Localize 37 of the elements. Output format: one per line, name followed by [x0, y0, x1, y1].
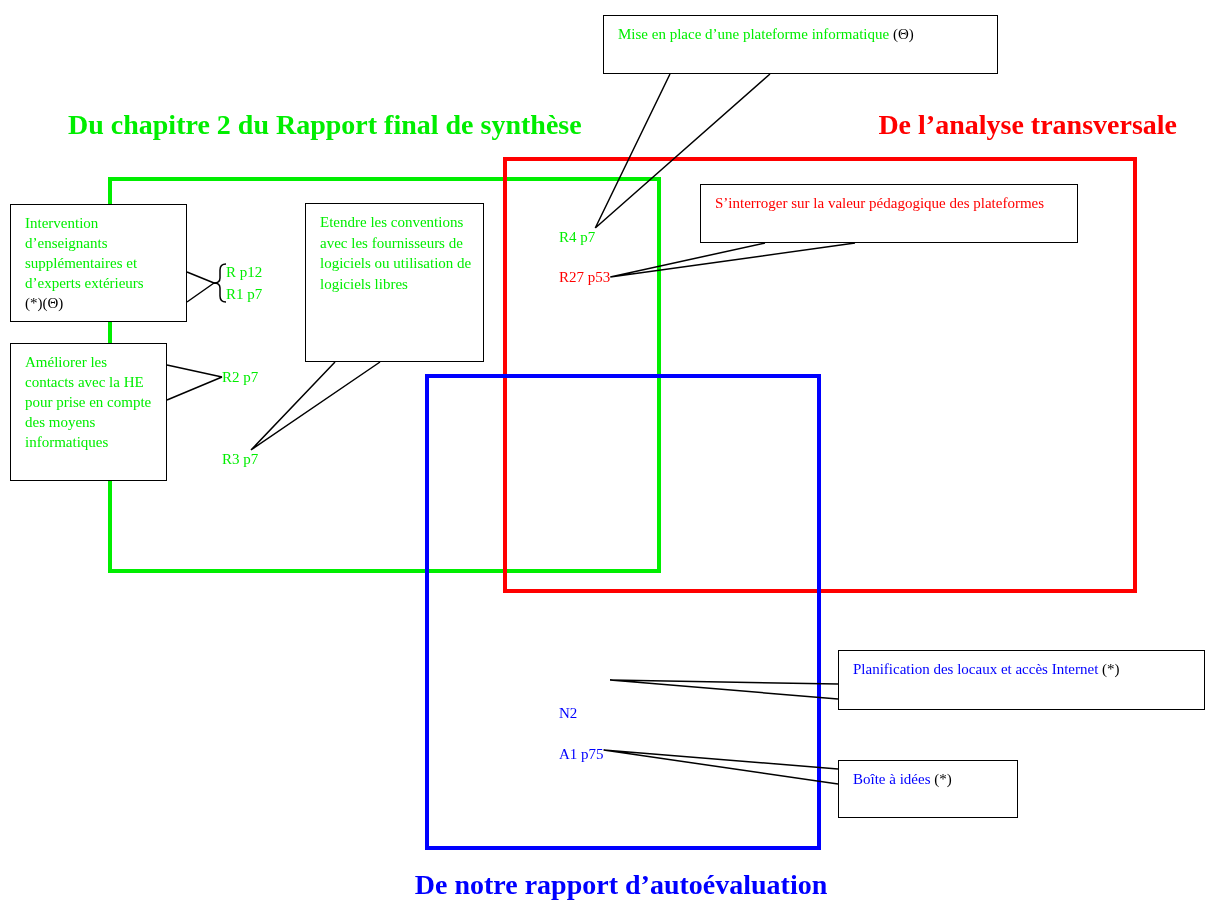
region-heading: De notre rapport d’autoévaluation: [414, 868, 828, 902]
callout-text: Intervention d’enseignants supplémentaires et d’experts extérieurs: [25, 215, 144, 291]
callout-box: [838, 650, 1205, 710]
callout-box: [603, 15, 998, 74]
callout-text: Planification des locaux et accès Internet: [853, 661, 1099, 677]
note-mark: (*)(Θ): [25, 294, 65, 313]
callout-pointer: [186, 263, 227, 284]
note-mark: (*): [934, 771, 952, 787]
callout-pointer: [250, 361, 381, 451]
note-mark: (Θ): [892, 26, 914, 42]
reference-label: N2: [559, 704, 578, 722]
reference-label: R2 p7: [222, 368, 259, 386]
callout-pointer: [594, 73, 771, 229]
note-mark: (*): [1102, 661, 1120, 677]
callout-text: Améliorer les contacts avec la HE pour prise en compte des moyens informatiques: [25, 354, 152, 450]
callout-pointer: [186, 282, 227, 303]
reference-label: R3 p7: [222, 450, 259, 468]
callout-text: Boîte à idées: [853, 771, 931, 787]
callout-box: [305, 203, 484, 362]
callout-box: [700, 184, 1078, 243]
callout-pointer: [602, 749, 839, 785]
callout-pointer: [166, 364, 223, 401]
callout-text: Mise en place d’une plateforme informatique: [618, 26, 890, 42]
region-heading: Du chapitre 2 du Rapport final de synthèse: [68, 108, 582, 142]
callout-box: [10, 343, 167, 481]
callout-text: Etendre les conventions avec les fournisseurs de logiciels ou utilisation de logiciels libres: [320, 214, 472, 292]
callout-box: [838, 760, 1018, 818]
callout-box: [10, 204, 187, 322]
region-heading: De l’analyse transversale: [878, 108, 1177, 142]
callout-pointer: [609, 242, 856, 278]
reference-label: R27 p53: [559, 268, 611, 286]
reference-label: R1 p7: [226, 285, 263, 303]
callout-pointer: [609, 679, 839, 700]
reference-label: R p12: [226, 263, 263, 281]
reference-label: R4 p7: [559, 228, 596, 246]
reference-label: A1 p75: [559, 745, 604, 763]
callout-text: S’interroger sur la valeur pédagogique des plateformes: [715, 195, 1045, 211]
